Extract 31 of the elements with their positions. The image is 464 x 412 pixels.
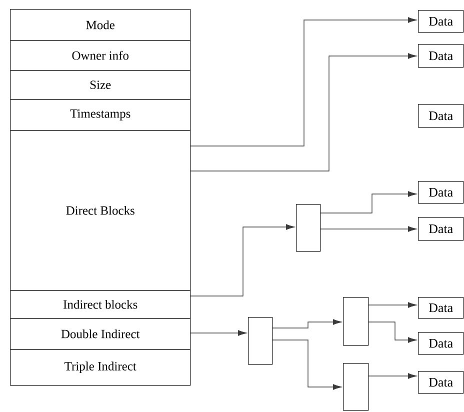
data-box: Data (418, 332, 464, 355)
inode-field: Double Indirect (10, 318, 191, 350)
arrow (190, 17, 417, 146)
data-box: Data (418, 181, 464, 204)
arrow (368, 302, 417, 308)
data-box: Data (418, 217, 464, 241)
arrow (272, 340, 342, 390)
index-block (343, 296, 369, 346)
arrow (368, 373, 417, 379)
arrow (190, 330, 247, 336)
inode-field: Triple Indirect (10, 348, 191, 386)
inode-field: Timestamps (10, 99, 191, 131)
data-box: Data (418, 104, 464, 128)
inode-field: Indirect blocks (10, 290, 191, 319)
inode-field: Size (10, 70, 191, 100)
arrow (190, 224, 295, 296)
data-box: Data (418, 296, 464, 319)
inode-field: Direct Blocks (10, 130, 191, 291)
arrow (320, 191, 417, 214)
data-box: Data (418, 10, 464, 33)
data-box: Data (418, 370, 464, 394)
index-block (248, 316, 273, 365)
index-block (343, 362, 369, 411)
arrow (320, 226, 417, 232)
index-block (296, 204, 321, 252)
arrow (190, 53, 417, 172)
inode-field: Owner info (10, 40, 191, 71)
arrow (272, 319, 342, 328)
inode-field: Mode (10, 9, 191, 41)
arrow (368, 322, 417, 343)
data-box: Data (418, 44, 464, 68)
